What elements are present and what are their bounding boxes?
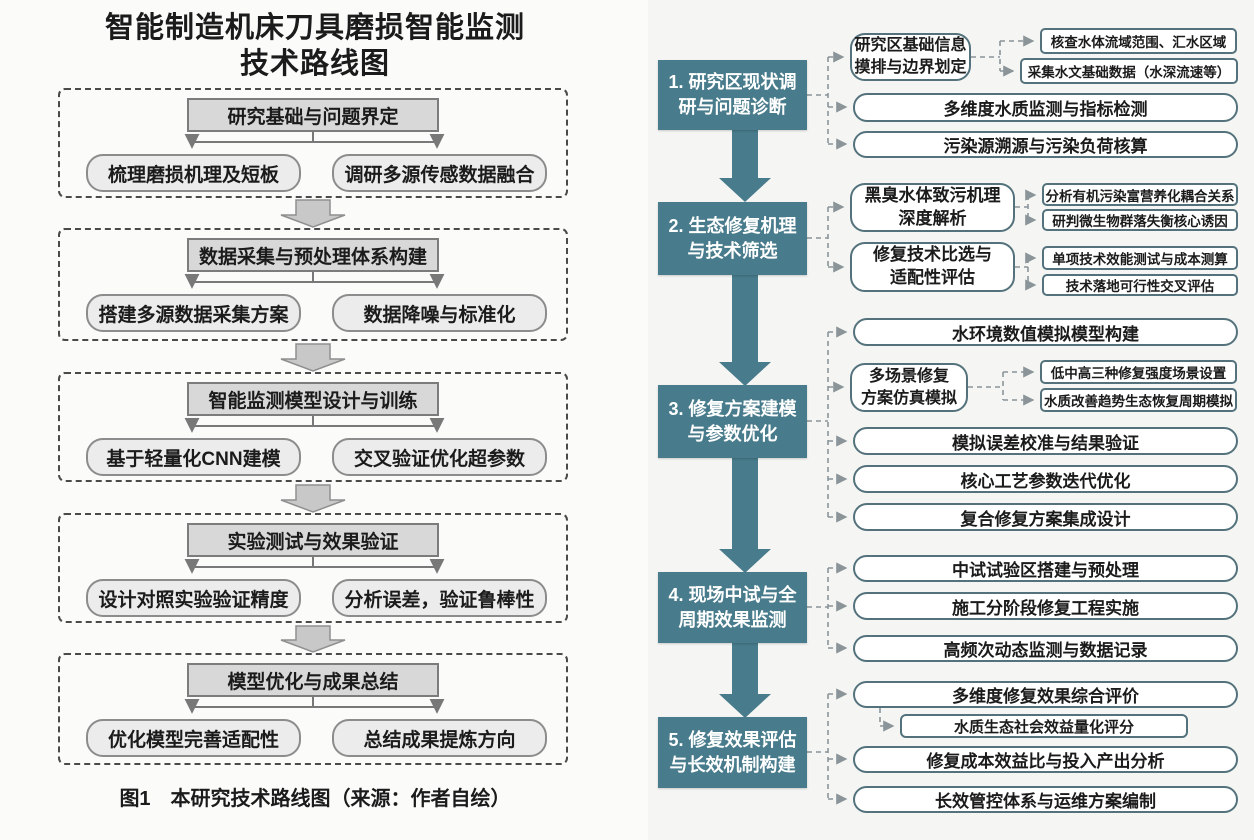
right-stage-1-box: 1. 研究区现状调 研与问题诊断: [658, 60, 807, 130]
left-stage-2-sub-2: 数据降噪与标准化: [332, 294, 547, 332]
right-s2-child-1: 分析有机污染富营养化耦合关系: [1042, 183, 1238, 206]
right-stage-4-label-line2: 周期效果监测: [678, 609, 787, 630]
right-stage-3-box: 3. 修复方案建模 与参数优化: [658, 385, 807, 458]
right-s3-branch-parent: 多场景修复 方案仿真模拟: [850, 363, 968, 412]
left-roadmap-title-line1: 智能制造机床刀具磨损智能监测: [104, 12, 525, 44]
right-s1-branch-parent: 研究区基础信息 摸排与边界划定: [850, 33, 971, 81]
right-s2-branch-parent-1: 黑臭水体致污机理 深度解析: [850, 183, 1015, 232]
left-stage-1-container: 研究基础与问题界定 梳理磨损机理及短板 调研多源传感数据融合: [58, 88, 568, 198]
right-s2-child-3: 单项技术效能测试与成本测算: [1042, 246, 1238, 270]
right-s2-child-2: 研判微生物群落失衡核心诱因: [1042, 209, 1238, 231]
left-stage-2-sub-1: 搭建多源数据采集方案: [86, 294, 301, 332]
right-stage-1-label-line2: 研与问题诊断: [678, 97, 787, 117]
right-s2-parent2-line1: 修复技术比选与: [873, 245, 992, 265]
right-s3-parent-line2: 方案仿真模拟: [860, 389, 957, 407]
right-s4-branch-1: 中试试验区搭建与预处理: [853, 555, 1238, 582]
right-s2-parent2-line2: 适配性评估: [890, 268, 975, 287]
left-stage-4-header: 实验测试与效果验证: [187, 523, 439, 557]
right-stage-5-box: 5. 修复效果评估 与长效机制构建: [658, 717, 807, 788]
right-s2-branch-parent-2: 修复技术比选与 适配性评估: [850, 242, 1015, 292]
left-stage-1-sub-1: 梳理磨损机理及短板: [86, 154, 301, 192]
right-s1-branch-2: 多维度水质监测与指标检测: [853, 93, 1238, 122]
left-stage-4-sub-1: 设计对照实验验证精度: [86, 579, 301, 617]
left-stage-3-sub-2: 交叉验证优化超参数: [332, 438, 547, 476]
right-s5-branch-3: 长效管控体系与运维方案编制: [853, 786, 1238, 813]
right-s5-branch-1: 多维度修复效果综合评价: [853, 681, 1238, 708]
right-s1-child-1: 核查水体流域范围、汇水区域: [1040, 28, 1237, 54]
right-stage-2-label-line1: 2. 生态修复机理: [668, 215, 797, 236]
left-stage-1-header: 研究基础与问题界定: [187, 98, 439, 132]
left-stage-3-header: 智能监测模型设计与训练: [187, 382, 439, 416]
right-s1-branch-parent-line2: 摸排与边界划定: [854, 59, 967, 76]
left-roadmap-title: 智能制造机床刀具磨损智能监测 技术路线图: [0, 10, 630, 83]
right-s3-branch-4: 核心工艺参数迭代优化: [853, 465, 1238, 493]
left-stage-1-sub-2: 调研多源传感数据融合: [332, 154, 547, 192]
right-s3-parent-line1: 多场景修复: [868, 367, 949, 385]
right-s3-branch-1: 水环境数值模拟模型构建: [853, 318, 1238, 346]
right-s4-branch-2: 施工分阶段修复工程实施: [853, 592, 1238, 620]
left-stage-4-container: 实验测试与效果验证 设计对照实验验证精度 分析误差，验证鲁棒性: [58, 513, 568, 623]
right-stage-2-label-line2: 与技术筛选: [687, 240, 778, 261]
left-stage-5-header: 模型优化与成果总结: [187, 663, 439, 697]
right-s3-child-1: 低中高三种修复强度场景设置: [1040, 360, 1237, 384]
right-s5-branch-2: 修复成本效益比与投入产出分析: [853, 746, 1238, 773]
right-stage-4-box: 4. 现场中试与全 周期效果监测: [658, 572, 807, 643]
right-s3-child-2: 水质改善趋势生态恢复周期模拟: [1040, 388, 1237, 412]
right-s2-parent1-line1: 黑臭水体致污机理: [864, 185, 1001, 205]
right-stage-5-label-line2: 与长效机制构建: [669, 754, 796, 775]
left-stage-5-sub-1: 优化模型完善适配性: [86, 719, 301, 757]
right-s5-sub-branch: 水质生态社会效益量化评分: [900, 714, 1188, 738]
right-s2-child-4: 技术落地可行性交叉评估: [1042, 274, 1238, 296]
right-s1-child-2: 采集水文基础数据（水深流速等）: [1020, 58, 1238, 84]
left-stage-2-header: 数据采集与预处理体系构建: [187, 238, 439, 272]
right-s1-branch-parent-line1: 研究区基础信息: [854, 37, 967, 55]
left-stage-3-container: 智能监测模型设计与训练 基于轻量化CNN建模 交叉验证优化超参数: [58, 372, 568, 482]
right-s3-branch-3: 模拟误差校准与结果验证: [853, 427, 1238, 455]
right-stage-1-label-line1: 1. 研究区现状调: [668, 72, 797, 93]
right-stage-5-label-line1: 5. 修复效果评估: [668, 729, 797, 750]
left-stage-2-container: 数据采集与预处理体系构建 搭建多源数据采集方案 数据降噪与标准化: [58, 228, 568, 341]
right-s3-branch-5: 复合修复方案集成设计: [853, 503, 1238, 531]
left-stage-5-container: 模型优化与成果总结 优化模型完善适配性 总结成果提炼方向: [58, 653, 568, 765]
left-roadmap-title-line2: 技术路线图: [239, 48, 390, 81]
figure-caption: 图1 本研究技术路线图（来源：作者自绘）: [119, 788, 511, 810]
right-s4-branch-3: 高频次动态监测与数据记录: [853, 635, 1238, 662]
left-stage-5-sub-2: 总结成果提炼方向: [332, 719, 547, 757]
left-stage-3-sub-1: 基于轻量化CNN建模: [86, 438, 301, 476]
right-stage-3-label-line1: 3. 修复方案建模: [668, 398, 797, 419]
right-stage-2-box: 2. 生态修复机理 与技术筛选: [658, 202, 807, 275]
right-stage-3-label-line2: 与参数优化: [687, 423, 778, 444]
right-s1-branch-3: 污染源溯源与污染负荷核算: [853, 131, 1238, 158]
right-s2-parent1-line2: 深度解析: [898, 208, 967, 228]
left-stage-4-sub-2: 分析误差，验证鲁棒性: [332, 579, 547, 617]
right-stage-4-label-line1: 4. 现场中试与全: [668, 584, 797, 605]
